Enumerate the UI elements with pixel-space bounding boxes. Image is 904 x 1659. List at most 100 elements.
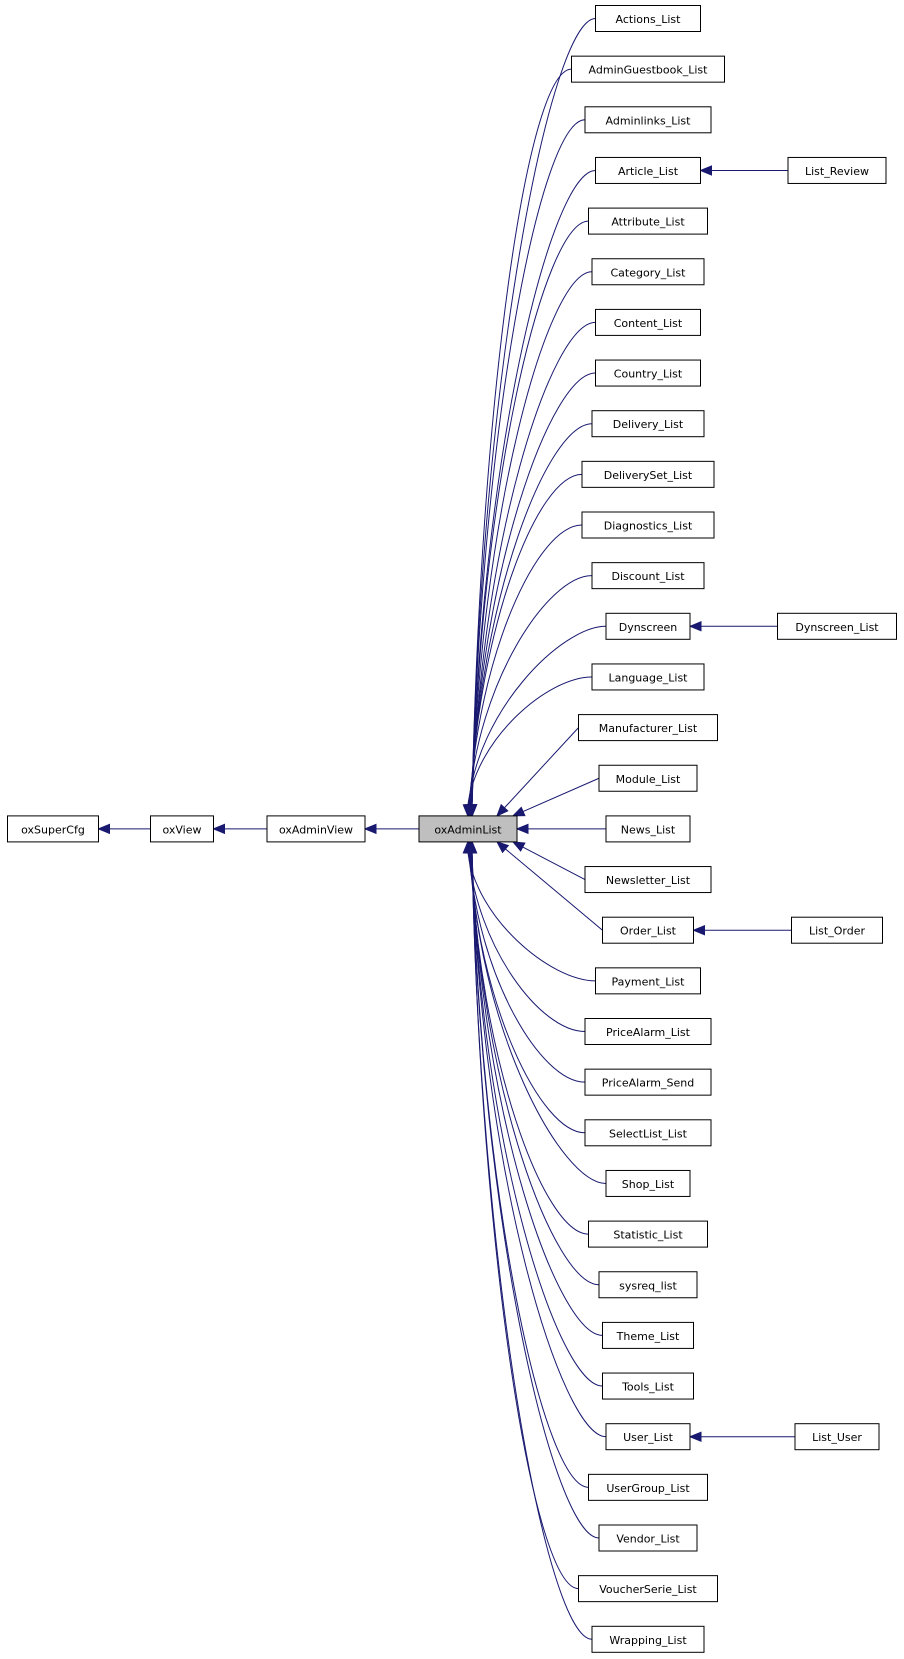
node-box [787,156,887,184]
node-list-user[interactable]: List_User [794,1423,880,1451]
node-discount-list[interactable]: Discount_List [591,562,705,590]
node-oxview[interactable]: oxView [150,815,214,843]
node-label: List_Order [809,925,865,938]
node-box [605,1423,691,1451]
node-box [584,866,712,894]
node-category-list[interactable]: Category_List [591,258,705,286]
node-box [578,1575,718,1603]
node-label: PriceAlarm_Send [602,1077,694,1090]
node-order-list[interactable]: Order_List [602,916,694,944]
node-dynscreen-list[interactable]: Dynscreen_List [777,612,897,640]
node-news-list[interactable]: News_List [605,815,691,843]
node-pricealarm-list[interactable]: PriceAlarm_List [584,1018,712,1045]
node-pricealarm-send[interactable]: PriceAlarm_Send [584,1068,712,1096]
edge-dynscreen-to-oxadminlist [467,625,607,806]
node-box [605,612,691,640]
node-selectlist-list[interactable]: SelectList_List [584,1119,712,1147]
node-wrapping-list[interactable]: Wrapping_List [591,1625,705,1653]
node-box [266,815,366,843]
node-label: Content_List [614,317,683,330]
node-box [591,410,705,438]
edge-language-list-to-oxadminlist [467,676,593,806]
edge-adminguestbook-list-to-oxadminlist [471,68,572,806]
node-label: Payment_List [612,975,686,988]
node-content-list[interactable]: Content_List [595,308,701,336]
node-module-list[interactable]: Module_List [598,764,698,792]
edge-manufacturer-list-to-oxadminlist [496,727,579,817]
nodes: oxSuperCfg oxView oxAdminView oxAdminList Ac… [7,5,897,1653]
edge-payment-list-to-oxadminlist [467,851,596,982]
node-diagnostics-list[interactable]: Diagnostics_List [581,511,715,539]
node-attribute-list[interactable]: Attribute_List [588,207,708,235]
node-oxadminlist[interactable]: oxAdminList [418,815,518,843]
node-box [578,714,718,742]
node-tools-list[interactable]: Tools_List [602,1372,694,1400]
node-adminlinks-list[interactable]: Adminlinks_List [584,106,712,134]
arrowhead [212,823,225,835]
node-box [791,916,883,944]
node-label: Vendor_List [616,1533,680,1546]
node-label: SelectList_List [609,1127,688,1140]
edge-diagnostics-list-to-oxadminlist [469,524,583,806]
node-actions-list[interactable]: Actions_List [595,5,701,32]
edge-statistic-list-to-oxadminlist [470,851,589,1235]
edge-user-list-to-oxadminlist [471,851,607,1438]
node-dynscreen[interactable]: Dynscreen [605,612,691,640]
edge-theme-list-to-oxadminlist [471,851,603,1336]
edge-vendor-list-to-oxadminlist [471,851,600,1539]
node-label: Shop_List [622,1178,675,1191]
node-label: Article_List [618,165,679,178]
node-adminguestbook-list[interactable]: AdminGuestbook_List [571,55,725,83]
node-label: Attribute_List [611,216,685,229]
edge-actions-list-to-oxadminlist [471,18,596,806]
node-shop-list[interactable]: Shop_List [605,1169,691,1197]
edge-pricealarm-send-to-oxadminlist [468,851,586,1083]
node-statistic-list[interactable]: Statistic_List [588,1220,708,1248]
node-label: Dynscreen [619,621,678,634]
edge-newsletter-list-to-oxadminlist [512,841,586,880]
node-theme-list[interactable]: Theme_List [602,1321,694,1349]
node-vendor-list[interactable]: Vendor_List [598,1524,698,1552]
node-user-list[interactable]: User_List [605,1423,691,1451]
node-label: User_List [623,1431,673,1444]
node-label: Dynscreen_List [795,621,879,634]
node-payment-list[interactable]: Payment_List [595,967,701,995]
node-label: List_Review [805,165,869,178]
node-box [602,1321,694,1349]
node-list-review[interactable]: List_Review [787,156,887,184]
node-box [581,511,715,539]
node-country-list[interactable]: Country_List [595,359,701,387]
node-box [591,663,705,691]
arrowhead [688,621,702,632]
arrowhead [699,165,712,176]
node-deliveryset-list[interactable]: DeliverySet_List [581,460,715,488]
node-label: Adminlinks_List [606,114,692,127]
node-delivery-list[interactable]: Delivery_List [591,410,705,438]
arrowhead [495,841,510,854]
node-article-list[interactable]: Article_List [595,156,701,184]
node-oxadminview[interactable]: oxAdminView [266,815,366,843]
node-label: UserGroup_List [606,1482,690,1495]
node-language-list[interactable]: Language_List [591,663,705,691]
node-oxsupercfg[interactable]: oxSuperCfg [7,815,99,843]
node-newsletter-list[interactable]: Newsletter_List [584,866,712,894]
edge-shop-list-to-oxadminlist [469,851,607,1184]
node-label: PriceAlarm_List [606,1026,691,1039]
node-box [794,1423,880,1451]
arrowhead [511,806,526,817]
node-label: oxSuperCfg [21,823,85,836]
node-box [588,207,708,235]
node-voucherserie-list[interactable]: VoucherSerie_List [578,1575,718,1603]
node-label: oxAdminView [279,823,353,836]
node-label: Tools_List [621,1381,675,1394]
node-label: AdminGuestbook_List [589,64,709,77]
node-label: VoucherSerie_List [599,1583,697,1596]
node-list-order[interactable]: List_Order [791,916,883,944]
node-sysreq-list[interactable]: sysreq_list [598,1271,698,1299]
node-label: DeliverySet_List [604,469,693,482]
node-usergroup-list[interactable]: UserGroup_List [588,1473,708,1501]
node-box [595,308,701,336]
node-manufacturer-list[interactable]: Manufacturer_List [578,714,718,742]
node-label: Wrapping_List [609,1634,687,1647]
edge-tools-list-to-oxadminlist [471,851,603,1387]
